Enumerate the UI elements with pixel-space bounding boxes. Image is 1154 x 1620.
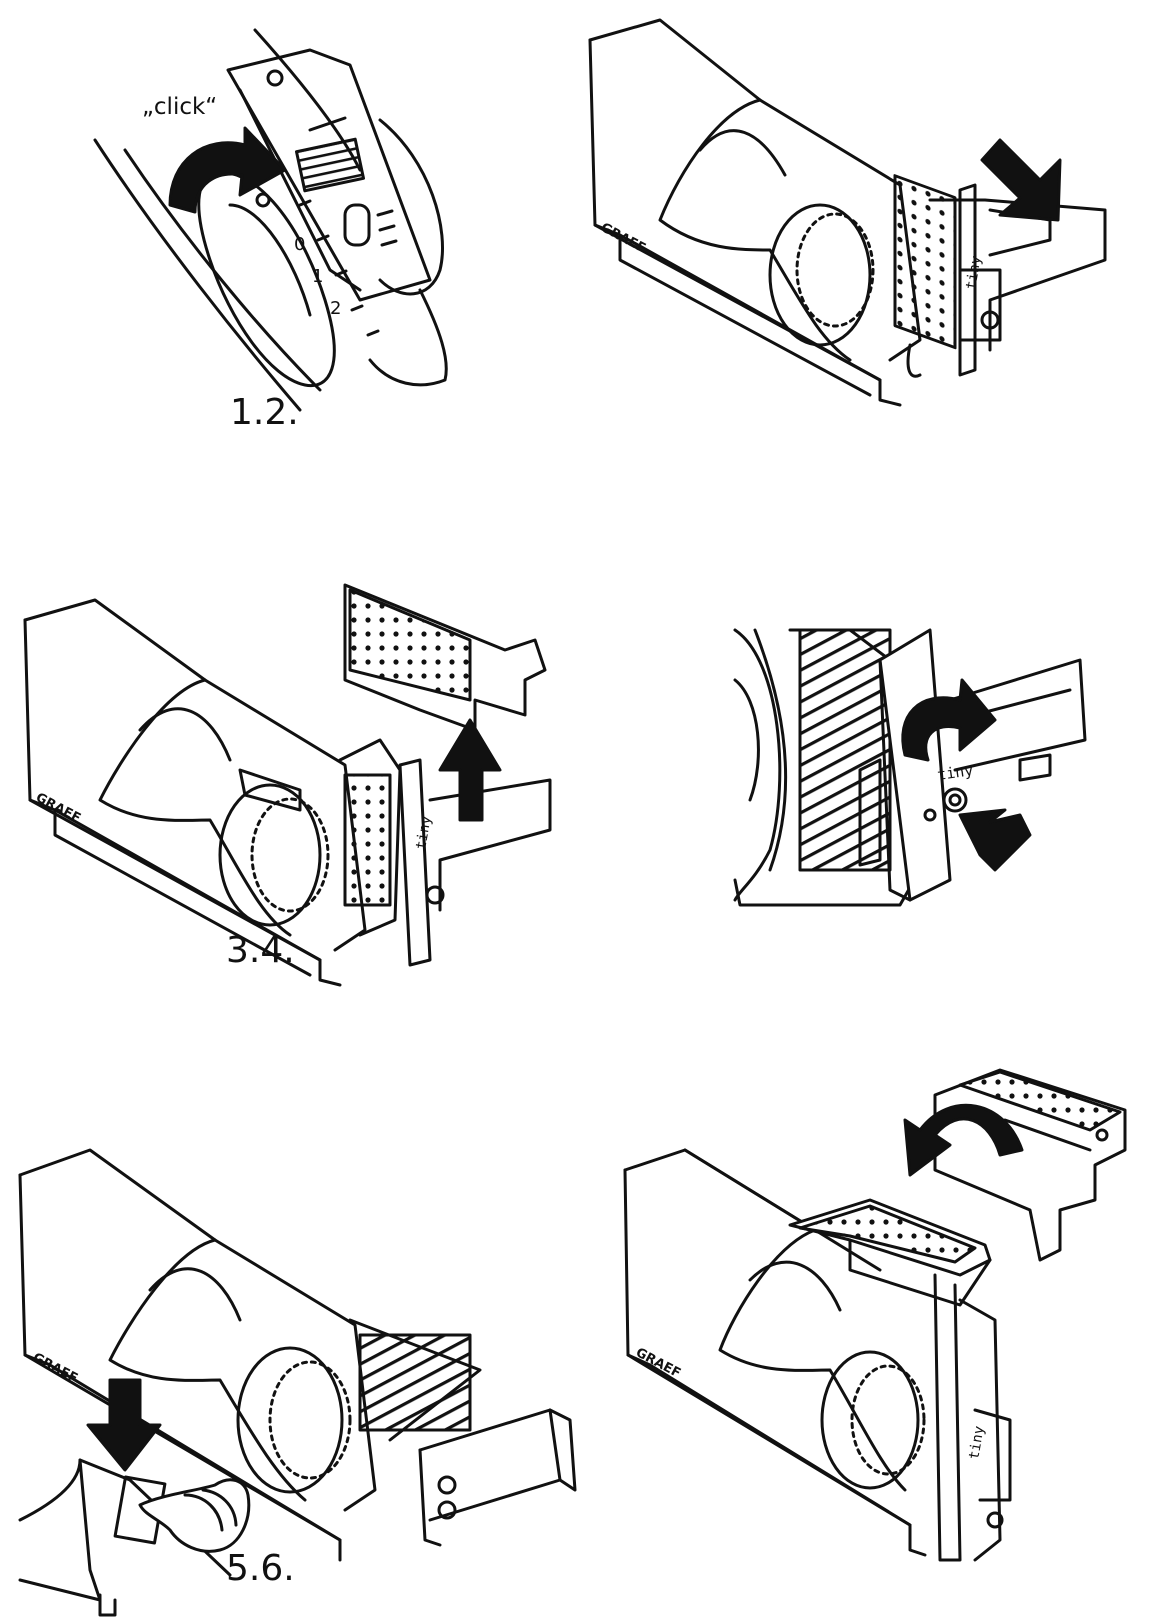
click-label: „click“ bbox=[142, 94, 218, 120]
svg-text:tiny: tiny bbox=[966, 1425, 988, 1461]
svg-text:0: 0 bbox=[294, 234, 305, 255]
panel-step-3: GRAEF tiny bbox=[23, 583, 552, 987]
step-label-3-4: 3.4. bbox=[226, 930, 295, 971]
panel-step-2: GRAEF tiny bbox=[588, 18, 1107, 407]
step-label-1-2: 1.2. bbox=[230, 392, 299, 433]
panel-step-1: 0 1 2 bbox=[93, 28, 448, 412]
svg-text:GRAEF: GRAEF bbox=[30, 1350, 80, 1386]
svg-text:2: 2 bbox=[330, 298, 341, 319]
press-arrow-icon bbox=[958, 808, 1032, 872]
panel-step-6: GRAEF tiny bbox=[623, 1068, 1127, 1562]
svg-text:tiny: tiny bbox=[413, 815, 435, 851]
push-arrow-icon bbox=[980, 138, 1062, 222]
rotate-arrow-icon bbox=[168, 126, 287, 214]
svg-text:tiny: tiny bbox=[936, 761, 974, 784]
brand-mark: GRAEF bbox=[598, 220, 648, 256]
panel-step-4: tiny bbox=[733, 628, 1087, 907]
svg-text:GRAEF: GRAEF bbox=[33, 790, 83, 826]
blade-marking: tiny bbox=[963, 255, 985, 291]
rotate-arrow-icon bbox=[901, 678, 997, 762]
svg-text:1: 1 bbox=[312, 266, 323, 287]
rotate-arrow-icon bbox=[903, 1103, 1024, 1177]
lift-arrow-icon bbox=[438, 718, 502, 822]
step-label-5-6: 5.6. bbox=[226, 1548, 295, 1589]
press-arrow-icon bbox=[86, 1378, 162, 1472]
panel-step-5: GRAEF bbox=[18, 1148, 577, 1617]
